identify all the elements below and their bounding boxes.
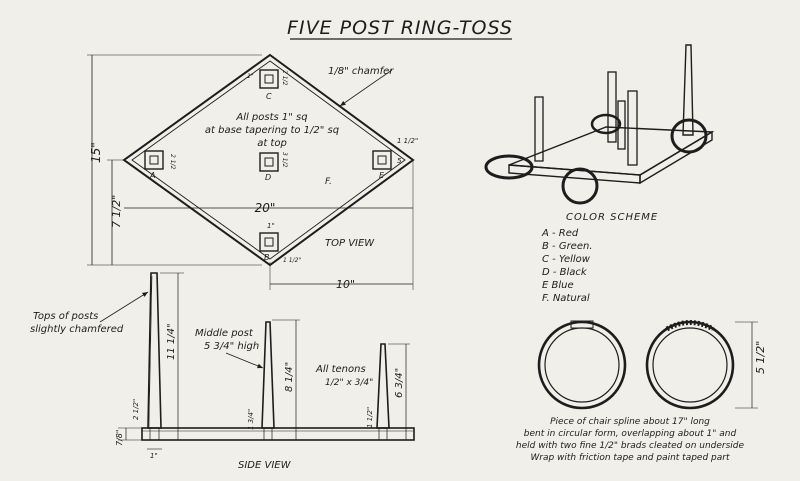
rings-detail: 5 1/2" Piece of chair spline about 17" l…: [516, 320, 767, 463]
ring-on-table: [484, 154, 534, 180]
tenons-note-line-2: 1/2" x 3/4": [325, 378, 373, 388]
side-view: Tops of posts slightly chamfered Middle …: [30, 272, 415, 471]
ring-front: [561, 167, 599, 205]
ring-on-post-c: [590, 113, 622, 135]
tall-post: [147, 272, 162, 441]
ring-dim: 5 1/2": [754, 341, 767, 374]
ring-overlap-view: [537, 320, 627, 410]
color-item-f: F. Natural: [542, 293, 590, 304]
ring-note-line-1: Piece of chair spline about 17" long: [550, 417, 710, 427]
top-view-label: TOP VIEW: [325, 238, 375, 249]
tops-note-line-1: Tops of posts: [33, 311, 98, 322]
post-note-c-top: 1": [247, 73, 254, 80]
ring-note-line-4: Wrap with friction tape and paint taped …: [531, 453, 730, 463]
perspective-view: [484, 44, 715, 205]
dim-half-height: 7 1/2": [110, 195, 123, 228]
post-note-c: 2 1/2: [281, 70, 288, 86]
ring-on-post-e: [670, 118, 708, 154]
middle-note-line-2: 5 3/4" high: [204, 341, 259, 352]
color-scheme: COLOR SCHEME A - Red B - Green. C - Yell…: [541, 212, 658, 304]
ring-taped-view: [645, 320, 735, 410]
posts-note-line-2: at base tapering to 1/2" sq: [205, 125, 339, 136]
letter-c: C: [266, 92, 272, 101]
color-item-a: A - Red: [541, 228, 579, 239]
color-item-e: E Blue: [542, 280, 574, 291]
persp-post-c: [607, 71, 617, 143]
right-post: [376, 343, 390, 441]
post-b-square: [259, 232, 279, 252]
post-note-e-top: 1 1/2": [397, 137, 418, 145]
tops-note-line-2: slightly chamfered: [30, 324, 124, 335]
dim-height: 15": [89, 142, 103, 163]
post-note-b-side: 1 1/2": [283, 257, 301, 264]
tenons-note-line-1: All tenons: [315, 364, 366, 375]
dim-tall: 11 1/4": [166, 323, 177, 360]
color-item-b: B - Green.: [542, 241, 593, 252]
persp-post-d: [617, 100, 626, 150]
dim-tenon-right: 1 1/2": [366, 407, 374, 428]
color-item-d: D - Black: [542, 267, 588, 278]
letter-f: F.: [325, 177, 332, 187]
persp-post-b: [627, 90, 638, 166]
dim-width: 20": [255, 201, 276, 215]
ring-note-line-3: held with two fine 1/2" brads cleated on…: [516, 441, 745, 451]
letter-e: E: [379, 171, 385, 180]
posts-note-line-1: All posts 1" sq: [235, 112, 307, 123]
post-note-e: 5: [397, 157, 402, 165]
drawing-title: FIVE POST RING-TOSS: [287, 17, 513, 39]
dim-right: 6 3/4": [394, 368, 405, 398]
letter-a: A: [149, 171, 155, 180]
dim-foot: 1": [150, 452, 158, 460]
post-d-square: [259, 152, 279, 172]
post-note-d: 3 1/2: [281, 152, 288, 168]
ring-note-line-2: bent in circular form, overlapping about…: [524, 429, 737, 439]
middle-leader: [225, 352, 264, 369]
post-e-square: [372, 150, 392, 170]
persp-post-e: [682, 44, 694, 136]
persp-base-side: [639, 130, 713, 185]
posts-note-line-3: at top: [257, 138, 287, 149]
middle-note-line-1: Middle post: [195, 328, 254, 339]
post-a-square: [144, 150, 164, 170]
post-note-a: 2 1/2: [169, 154, 176, 170]
dim-base: 7/8": [115, 429, 124, 446]
dim-tenon-mid: 1 3/4": [247, 409, 255, 430]
post-c-square: [259, 69, 279, 89]
dim-tenon-left: 2 1/2": [132, 399, 140, 420]
post-note-b-top: 1": [267, 222, 275, 230]
middle-post: [261, 321, 275, 441]
chamfer-leader: [339, 69, 393, 107]
color-scheme-title: COLOR SCHEME: [566, 212, 658, 223]
side-base-board: [141, 427, 415, 441]
color-item-c: C - Yellow: [542, 254, 591, 265]
dim-half-width: 10": [336, 278, 355, 291]
dim-middle: 8 1/4": [284, 362, 295, 392]
tops-leader: [99, 291, 149, 323]
persp-post-a: [534, 96, 544, 162]
letter-d: D: [265, 173, 271, 182]
side-view-label: SIDE VIEW: [238, 460, 292, 471]
chamfer-note: 1/8" chamfer: [328, 66, 394, 77]
top-view: C A D E B F. 1" 1 1/2" 2 1/2 3 1/2 2 1/2…: [87, 53, 418, 291]
base-chamfer-line: [131, 60, 406, 260]
letter-b: B: [264, 253, 270, 262]
